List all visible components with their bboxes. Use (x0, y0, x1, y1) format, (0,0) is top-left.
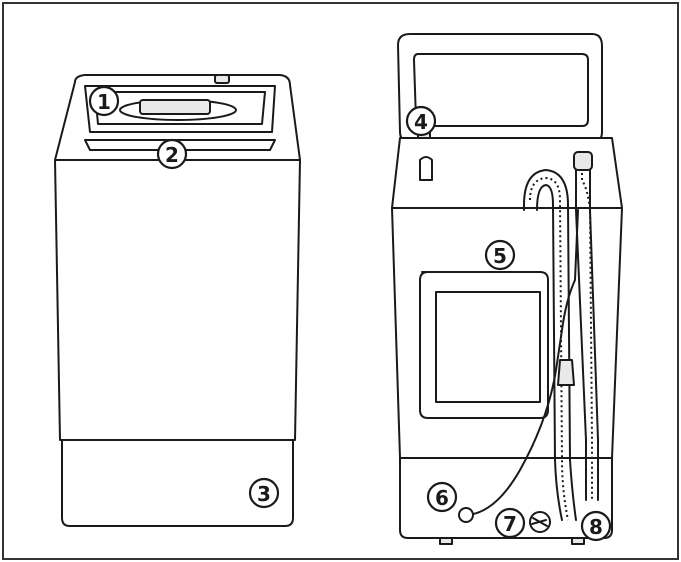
callout-circle (494, 507, 526, 539)
callout-8: 8 (580, 510, 612, 542)
callout-1: 1 (88, 85, 120, 117)
back-top-panel (391, 137, 623, 209)
power-plug (557, 359, 575, 386)
callout-4: 4 (405, 105, 437, 137)
top-knob (214, 74, 230, 84)
inlet-hose (529, 176, 569, 521)
rear-panel (419, 271, 549, 419)
drain-hose-clip (573, 151, 593, 171)
callout-circle (248, 477, 280, 509)
callout-3: 3 (248, 477, 280, 509)
callout-number: 2 (165, 143, 179, 167)
callout-layer: 1 2 3 4 5 6 7 8 (88, 85, 612, 542)
callout-circle (426, 481, 458, 513)
callout-6: 6 (426, 481, 458, 513)
callout-circle (484, 239, 516, 271)
top-panel-handle (84, 139, 276, 151)
callout-5: 5 (484, 239, 516, 271)
callout-circle (405, 105, 437, 137)
callout-circle (580, 510, 612, 542)
callout-number: 4 (414, 110, 428, 134)
callout-number: 1 (97, 90, 111, 114)
rear-panel-inner (435, 291, 541, 403)
power-cord-outlet (458, 507, 474, 523)
drain-hose-left (575, 169, 587, 501)
drain-plug-slot-b (531, 519, 547, 525)
drum-cap (139, 99, 211, 115)
front-view (54, 74, 301, 527)
callout-circle (88, 85, 120, 117)
callout-number: 6 (435, 486, 449, 510)
callout-number: 3 (257, 482, 271, 506)
front-base (61, 439, 294, 527)
power-cord (467, 209, 579, 516)
inlet-hose-edge-inner (536, 184, 563, 521)
callout-number: 5 (493, 244, 507, 268)
callout-2: 2 (156, 138, 188, 170)
callout-number: 7 (503, 512, 517, 536)
callout-circle (156, 138, 188, 170)
drain-hose-right (589, 169, 599, 501)
callout-number: 8 (589, 515, 603, 539)
lid-window (413, 53, 589, 127)
back-view (391, 33, 623, 545)
front-body (54, 159, 301, 441)
callout-7: 7 (494, 507, 526, 539)
inlet-hose-edge-outer (523, 169, 577, 521)
hose-hook (419, 156, 433, 181)
